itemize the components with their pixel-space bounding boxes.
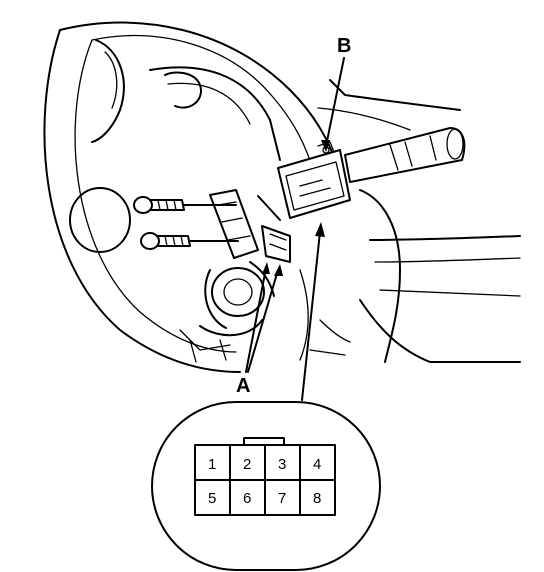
pin-6: 6 [243, 490, 251, 507]
connector-face-view [151, 401, 381, 571]
screw-upper [133, 196, 237, 214]
combination-switch-body [277, 141, 351, 219]
connector-pins: 1 2 3 4 5 6 7 8 [208, 456, 321, 507]
callout-a-label: A [236, 375, 250, 397]
combination-switch-lever [344, 127, 466, 183]
pin-8: 8 [313, 490, 321, 507]
pin-2: 2 [243, 456, 251, 473]
column-cover [299, 79, 521, 363]
callout-b: B [321, 35, 351, 152]
switch-bracket [209, 189, 291, 263]
screw-lower [140, 232, 239, 250]
clock-spring [179, 261, 275, 363]
pin-1: 1 [208, 456, 216, 473]
connector-lock-tab [243, 437, 285, 446]
callout-b-label: B [337, 35, 351, 57]
pin-4: 4 [313, 456, 321, 473]
horn-pad [69, 187, 131, 253]
callout-a: A [236, 262, 283, 397]
connector-leader [301, 222, 325, 401]
pin-3: 3 [278, 456, 286, 473]
pin-5: 5 [208, 490, 216, 507]
pin-7: 7 [278, 490, 286, 507]
steering-wheel [43, 21, 346, 373]
connector-outline [151, 401, 381, 571]
